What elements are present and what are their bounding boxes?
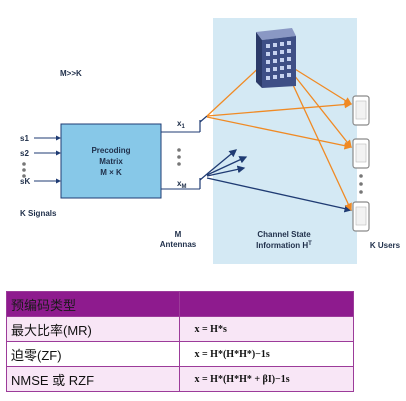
mimo-precoding-diagram: s1 s2 sK K Signals M>>K Precoding Matrix… [20, 18, 401, 264]
row-formula: x = H*(H*H*)−1s [179, 341, 354, 367]
antennas-label: Antennas [160, 240, 197, 249]
row-formula: x = H*s [179, 316, 354, 342]
csi-line1: Channel State [257, 230, 311, 239]
antenna-label-xm: xM [177, 179, 186, 190]
precoding-line3: M × K [100, 168, 122, 177]
precoding-matrix-box [60, 123, 162, 199]
precoding-table: 预编码类型 最大比率(MR) x = H*s 迫零(ZF) x = H*(H*H… [5, 291, 354, 392]
table-header-row: 预编码类型 [5, 291, 354, 317]
input-label-s1: s1 [20, 134, 29, 143]
table-row: NMSE 或 RZF x = H*(H*H* + βI)−1s [5, 366, 354, 392]
antenna-bottom-icon [199, 173, 208, 189]
csi-line2: Information HT [256, 241, 312, 250]
input-label-sk: sK [20, 177, 30, 186]
k-users-label: K Users [370, 241, 401, 250]
precoding-title: Precoding [91, 146, 130, 155]
precoding-line2: Matrix [99, 157, 123, 166]
input-label-s2: s2 [20, 149, 29, 158]
building-icon [256, 28, 296, 88]
m-label: M [175, 230, 182, 239]
row-type: NMSE 或 RZF [5, 366, 181, 392]
m-gt-k-label: M>>K [60, 69, 82, 78]
row-type: 迫零(ZF) [5, 341, 181, 367]
header-cell-type: 预编码类型 [5, 291, 181, 317]
table-row: 迫零(ZF) x = H*(H*H*)−1s [5, 341, 354, 367]
row-type: 最大比率(MR) [5, 316, 181, 342]
phone-icon-1 [352, 95, 370, 126]
header-cell-formula [179, 291, 354, 317]
antenna-label-x1: x1 [177, 119, 185, 130]
table-row: 最大比率(MR) x = H*s [5, 316, 354, 342]
antenna-top-icon [199, 115, 208, 132]
phone-icon-2 [352, 138, 370, 169]
row-formula: x = H*(H*H* + βI)−1s [179, 366, 354, 392]
k-signals-label: K Signals [20, 209, 57, 218]
phone-icon-3 [352, 201, 370, 232]
